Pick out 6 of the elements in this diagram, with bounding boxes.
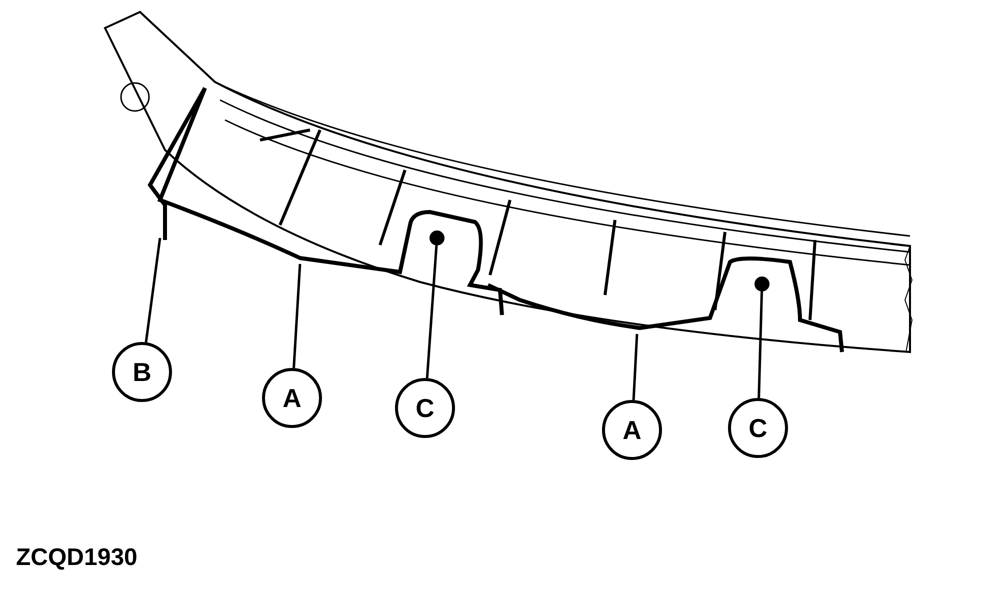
leader-line [426, 230, 444, 378]
leader-line [632, 334, 638, 400]
leader-line [292, 264, 302, 368]
figure-code: ZCQD1930 [16, 543, 138, 573]
leader-line [144, 238, 162, 342]
leader-line [754, 276, 770, 398]
